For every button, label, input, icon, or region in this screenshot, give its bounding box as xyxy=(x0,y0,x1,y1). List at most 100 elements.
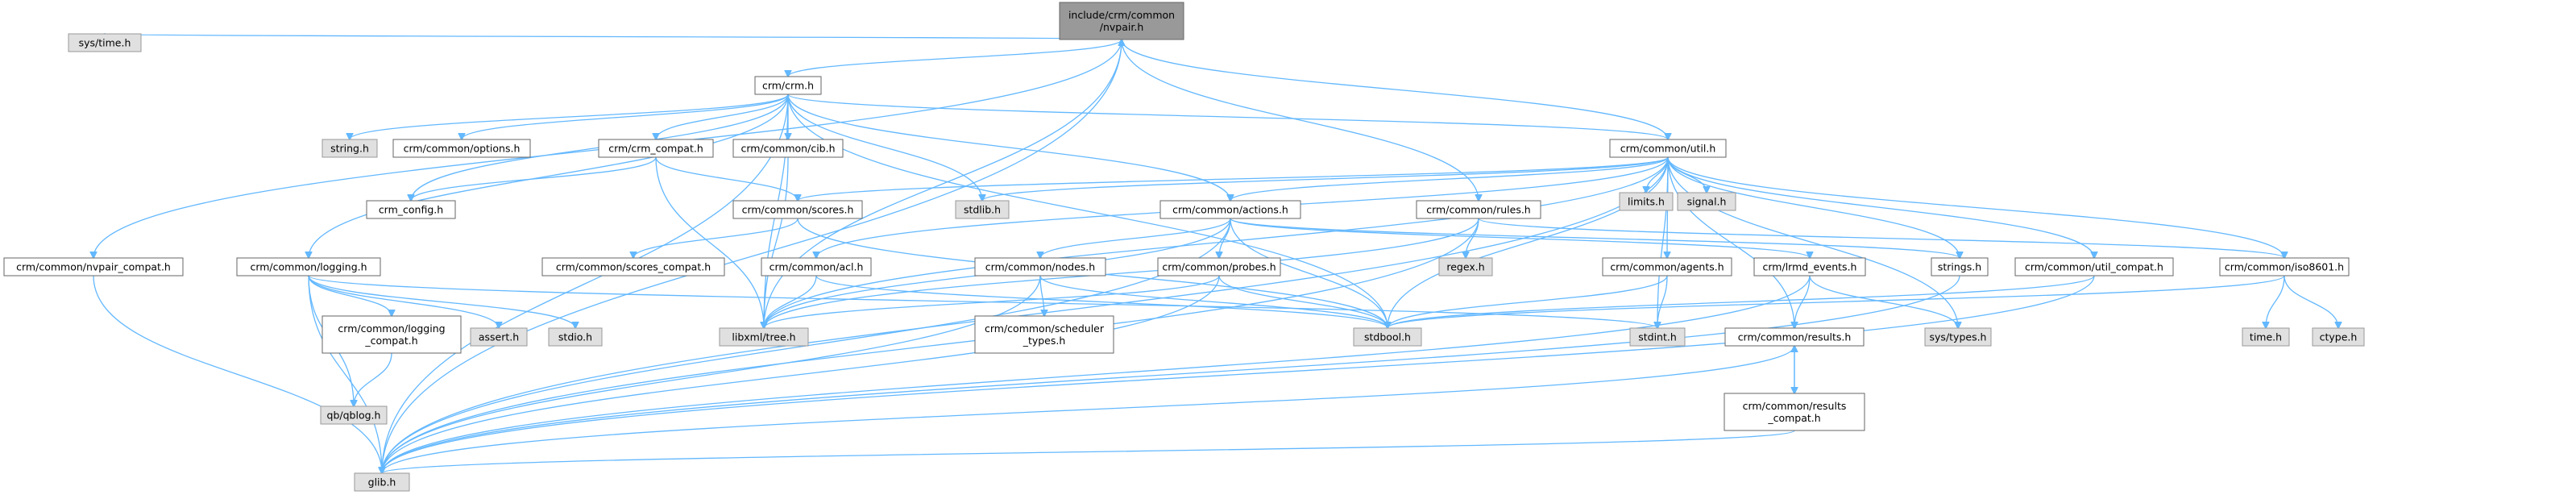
node-box-limits xyxy=(1619,192,1674,211)
edge-logging-to-glib xyxy=(308,275,382,473)
node-signal: signal.h xyxy=(1677,192,1736,211)
edge-resultscompat-to-glib xyxy=(382,430,1795,473)
node-crmh[interactable]: crm/crm.h xyxy=(754,76,822,95)
node-utilcompat[interactable]: crm/common/util_compat.h xyxy=(2014,257,2174,277)
node-box-sched xyxy=(974,315,1114,354)
edge-util-to-actions xyxy=(1230,156,1669,201)
edge-iso-to-stdbool xyxy=(1388,275,2285,328)
node-logcompat[interactable]: crm/common/logging_compat.h xyxy=(321,315,462,354)
node-lrmd[interactable]: crm/lrmd_events.h xyxy=(1753,257,1866,277)
edge-nvpair-to-glib xyxy=(382,39,1122,473)
node-box-signal xyxy=(1677,192,1736,211)
node-box-probes xyxy=(1157,257,1281,277)
node-logging[interactable]: crm/common/logging.h xyxy=(236,257,381,277)
node-resultscompat[interactable]: crm/common/results_compat.h xyxy=(1724,393,1865,431)
node-label-actions: crm/common/actions.h xyxy=(1172,204,1288,216)
node-box-assert xyxy=(470,327,528,347)
edge-crmh-to-stringh xyxy=(350,94,789,139)
node-results[interactable]: crm/common/results.h xyxy=(1724,327,1865,347)
edge-logging-to-assert xyxy=(308,275,499,328)
node-label-signal: signal.h xyxy=(1687,196,1727,208)
node-box-stdbool xyxy=(1353,327,1422,347)
edge-actions-to-strings xyxy=(1230,218,1960,258)
node-scores[interactable]: crm/common/scores.h xyxy=(732,200,863,219)
node-nvcompat[interactable]: crm/common/nvpair_compat.h xyxy=(3,257,184,277)
node-box-crmh xyxy=(754,76,822,95)
edge-util-to-scores xyxy=(798,156,1669,201)
node-box-nvcompat xyxy=(3,257,184,277)
node-label-strings: strings.h xyxy=(1938,261,1981,273)
node-box-systime xyxy=(68,33,142,52)
edge-nodes-to-sched xyxy=(1039,275,1044,316)
node-label-probes: crm/common/probes.h xyxy=(1162,261,1276,273)
node-acl[interactable]: crm/common/acl.h xyxy=(761,257,872,277)
edge-logging-to-logcompat xyxy=(308,275,392,316)
node-label-systypes: sys/types.h xyxy=(1930,331,1987,343)
node-box-utilcompat xyxy=(2014,257,2174,277)
node-stdint: stdint.h xyxy=(1629,327,1686,347)
node-label-ctype: ctype.h xyxy=(2320,331,2358,343)
node-label-assert: assert.h xyxy=(479,331,519,343)
edge-actions-to-nodes xyxy=(1040,218,1231,258)
node-label-logcompat: _compat.h xyxy=(364,335,417,347)
node-scorescompat[interactable]: crm/common/scores_compat.h xyxy=(541,257,725,277)
edge-util-to-nvpair xyxy=(1122,40,1669,140)
node-label-regex: regex.h xyxy=(1446,261,1484,273)
node-label-glib: glib.h xyxy=(368,476,396,489)
node-label-results: crm/common/results.h xyxy=(1738,331,1852,343)
node-label-stdlib: stdlib.h xyxy=(964,204,1001,216)
node-label-lrmd: crm/lrmd_events.h xyxy=(1763,261,1857,273)
node-config[interactable]: crm_config.h xyxy=(366,200,456,219)
edge-crmh-to-actions xyxy=(787,94,1230,201)
node-actions[interactable]: crm/common/actions.h xyxy=(1159,200,1301,219)
node-stdio: stdio.h xyxy=(548,327,603,347)
node-box-actions xyxy=(1159,200,1301,219)
edge-compat-to-tree xyxy=(655,156,764,328)
node-probes[interactable]: crm/common/probes.h xyxy=(1157,257,1281,277)
edge-util-to-utilcompat xyxy=(1667,156,2094,258)
node-label-compat: crm/crm_compat.h xyxy=(608,143,703,155)
node-sched[interactable]: crm/common/scheduler_types.h xyxy=(974,315,1114,354)
node-box-config xyxy=(366,200,456,219)
node-agents[interactable]: crm/common/agents.h xyxy=(1602,257,1732,277)
edge-lrmd-to-glib xyxy=(382,275,1811,473)
edge-crmh-to-logging xyxy=(309,94,789,258)
node-box-stringh xyxy=(321,139,378,158)
edge-rules-to-iso xyxy=(1478,218,2284,258)
node-systypes: sys/types.h xyxy=(1924,327,1992,347)
node-label-sched: _types.h xyxy=(1023,335,1066,347)
node-label-iso: crm/common/iso8601.h xyxy=(2225,261,2344,273)
node-rules[interactable]: crm/common/rules.h xyxy=(1416,200,1541,219)
edge-cib-to-tree xyxy=(764,156,789,328)
node-strings[interactable]: strings.h xyxy=(1931,257,1989,277)
edge-util-to-glib xyxy=(382,156,1669,473)
edge-probes-to-glib xyxy=(382,275,1220,473)
node-compat[interactable]: crm/crm_compat.h xyxy=(598,139,714,158)
edge-crmh-to-compat xyxy=(656,94,789,139)
node-nodes[interactable]: crm/common/nodes.h xyxy=(974,257,1106,277)
node-box-results xyxy=(1724,327,1865,347)
node-iso[interactable]: crm/common/iso8601.h xyxy=(2219,257,2350,277)
edge-actions-to-stdbool xyxy=(1230,218,1388,328)
node-options[interactable]: crm/common/options.h xyxy=(392,139,531,158)
node-box-acl xyxy=(761,257,872,277)
node-assert: assert.h xyxy=(470,327,528,347)
edge-util-to-stdbool xyxy=(1388,156,1669,328)
node-box-strings xyxy=(1931,257,1989,277)
edge-rules-to-glib xyxy=(382,218,1479,473)
node-label-timeh: time.h xyxy=(2250,331,2282,343)
node-label-tree: libxml/tree.h xyxy=(732,331,795,343)
node-nvpair[interactable]: include/crm/common/nvpair.h xyxy=(1059,2,1184,40)
node-box-glib xyxy=(354,472,410,492)
node-cib[interactable]: crm/common/cib.h xyxy=(732,139,844,158)
node-stdlib: stdlib.h xyxy=(955,200,1010,219)
node-util[interactable]: crm/common/util.h xyxy=(1609,139,1727,158)
edge-crmh-to-stdlib xyxy=(787,94,982,201)
edge-agents-to-stdint xyxy=(1657,275,1668,328)
node-stringh: string.h xyxy=(321,139,378,158)
edge-logging-to-stdio xyxy=(308,275,575,328)
edge-acl-to-tree xyxy=(764,275,817,328)
node-box-scores xyxy=(732,200,863,219)
edge-logcompat-to-qblog xyxy=(354,352,392,406)
